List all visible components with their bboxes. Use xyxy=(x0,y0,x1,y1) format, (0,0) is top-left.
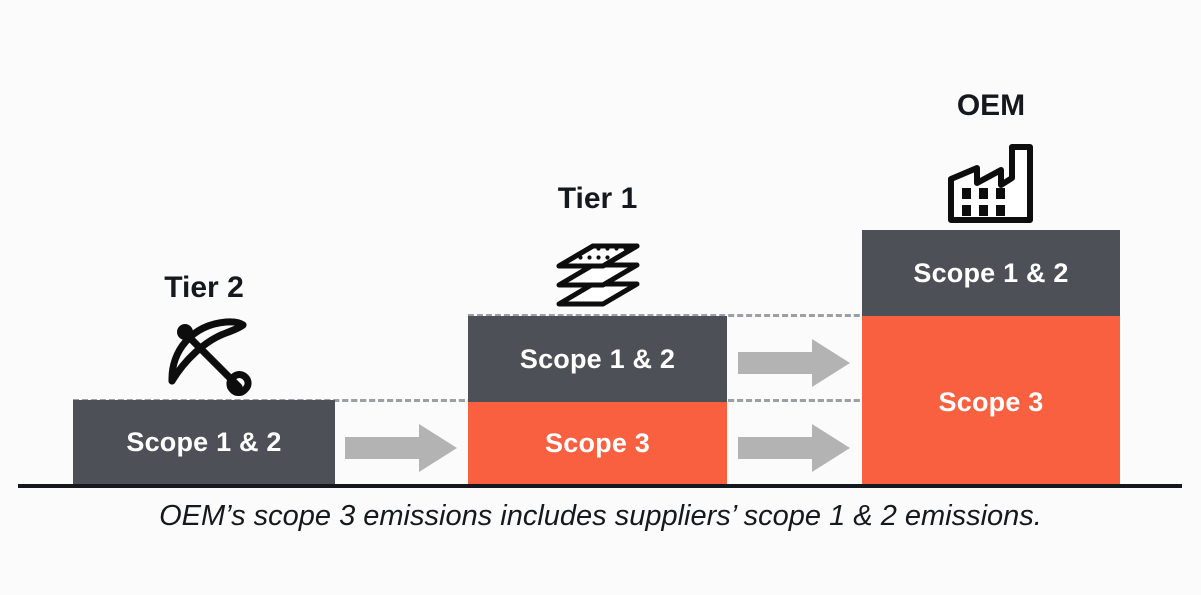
flow-arrow-tier1-scope3-to-oem xyxy=(738,424,850,472)
tier-title-tier-2: Tier 2 xyxy=(164,271,244,304)
tier-title-tier-1: Tier 1 xyxy=(557,182,638,215)
bar-segment-label: Scope 3 xyxy=(545,427,650,458)
bar-segment-scope-3: Scope 3 xyxy=(862,316,1120,484)
baseline-axis xyxy=(18,484,1182,488)
bar-column-tier-1: Scope 1 & 2 Scope 3 xyxy=(468,316,727,484)
dashed-line-tier1-to-oem xyxy=(468,314,1120,317)
bar-segment-scope-1-2: Scope 1 & 2 xyxy=(862,230,1120,316)
bar-segment-label: Scope 1 & 2 xyxy=(519,343,676,374)
bar-column-oem: Scope 1 & 2 Scope 3 xyxy=(862,230,1120,484)
bar-segment-scope-1-2: Scope 1 & 2 xyxy=(468,316,727,402)
material-layers-icon xyxy=(549,226,647,310)
bar-segment-scope-1-2: Scope 1 & 2 xyxy=(73,400,335,484)
bar-segment-scope-3: Scope 3 xyxy=(468,402,727,484)
caption-text: OEM’s scope 3 emissions includes supplie… xyxy=(159,500,1042,532)
tier-title-oem: OEM xyxy=(956,89,1026,122)
pickaxe-icon xyxy=(160,309,252,397)
bar-segment-label: Scope 3 xyxy=(938,387,1044,417)
factory-icon xyxy=(946,141,1036,225)
bar-column-tier-2: Scope 1 & 2 xyxy=(73,400,335,484)
flow-arrow-tier1-scope12-to-oem xyxy=(738,339,850,387)
bar-segment-label: Scope 1 & 2 xyxy=(126,426,282,457)
flow-arrow-tier2-to-tier1 xyxy=(345,424,457,472)
bar-segment-label: Scope 1 & 2 xyxy=(913,257,1069,288)
